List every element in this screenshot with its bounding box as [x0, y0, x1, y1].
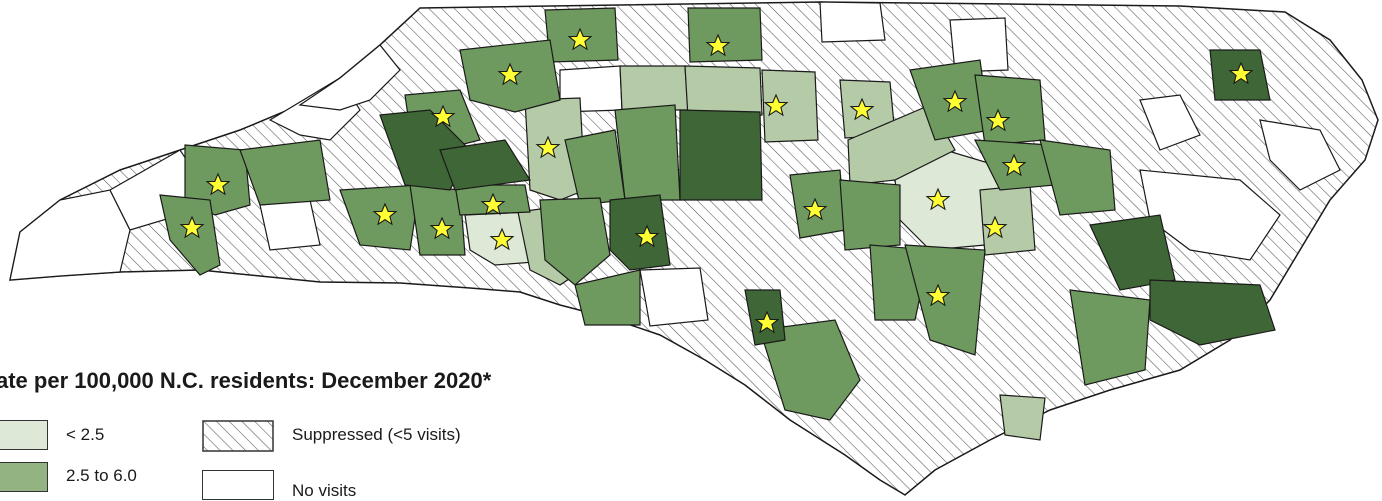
legend-label-suppressed: Suppressed (<5 visits) — [292, 425, 461, 444]
legend-swatch-no-visits — [202, 470, 274, 500]
legend-swatch-medium — [0, 462, 48, 492]
legend-swatch-light — [0, 420, 48, 450]
legend-label-medium: 2.5 to 6.0 — [66, 466, 137, 485]
dark-counties — [379, 49, 1276, 346]
legend-swatch-suppressed — [202, 420, 274, 452]
legend-label-light: < 2.5 — [66, 425, 105, 444]
no-visit-counties — [9, 1, 1341, 327]
legend-title: ate per 100,000 N.C. residents: December… — [0, 368, 492, 393]
legend-label-no-visits: No visits — [292, 481, 357, 500]
medium-counties — [159, 7, 1151, 421]
